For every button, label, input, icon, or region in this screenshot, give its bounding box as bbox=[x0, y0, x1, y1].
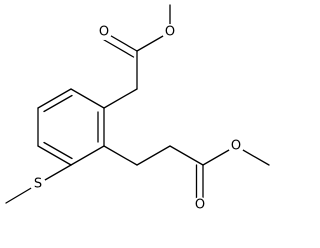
svg-text:O: O bbox=[165, 25, 175, 40]
ring-bond bbox=[70, 88, 105, 109]
ring-double-bond bbox=[43, 141, 73, 160]
chain-bond bbox=[103, 145, 138, 166]
carbonyl-bond bbox=[105, 32, 138, 52]
atom-o-carbonyl-top: O bbox=[96, 24, 112, 40]
carbonyl-bond bbox=[101, 38, 135, 58]
svg-text:O: O bbox=[231, 139, 241, 154]
chain-bond bbox=[169, 145, 204, 166]
svg-text:S: S bbox=[34, 177, 42, 192]
chain-bond bbox=[103, 88, 138, 109]
svg-text:O: O bbox=[99, 25, 109, 40]
atom-o-ester-right: O bbox=[228, 138, 244, 154]
chain-bond bbox=[136, 145, 171, 166]
ring-double-bond bbox=[43, 94, 73, 113]
molecule-drawing: O O O O S bbox=[5, 4, 270, 213]
chemical-structure-diagram: O O O O S bbox=[5, 4, 270, 213]
ring-bond bbox=[37, 145, 72, 166]
ring-bond bbox=[70, 145, 105, 166]
atom-o-ester-top: O bbox=[162, 24, 178, 40]
atom-s-thioether: S bbox=[30, 176, 46, 192]
atom-o-carbonyl-bottom: O bbox=[192, 197, 208, 213]
ring-bond bbox=[37, 88, 72, 109]
svg-text:O: O bbox=[195, 198, 205, 213]
